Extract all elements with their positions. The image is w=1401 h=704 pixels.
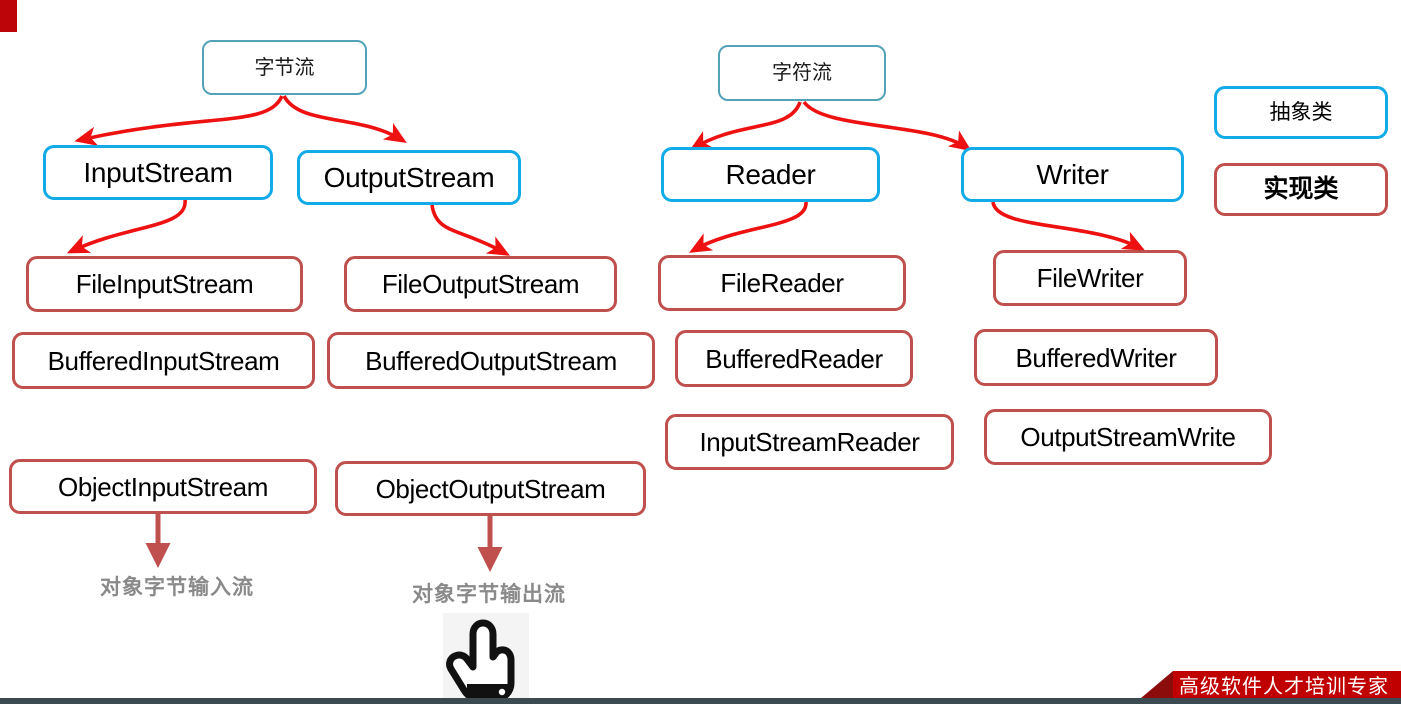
legend-abstract-label: 抽象类 xyxy=(1269,100,1333,124)
node-writer[interactable]: Writer xyxy=(961,147,1184,202)
node-file-input-stream-label: FileInputStream xyxy=(75,269,254,299)
node-file-writer[interactable]: FileWriter xyxy=(993,250,1187,306)
arrow-bytestream-to-inputstream xyxy=(74,95,284,146)
node-byte-stream[interactable]: 字节流 xyxy=(202,40,367,95)
node-output-stream-write[interactable]: OutputStreamWrite xyxy=(984,409,1272,465)
node-input-stream-reader[interactable]: InputStreamReader xyxy=(665,414,954,470)
node-writer-label: Writer xyxy=(1036,158,1109,190)
node-file-writer-label: FileWriter xyxy=(1036,263,1144,293)
node-output-stream-write-label: OutputStreamWrite xyxy=(1020,422,1236,452)
node-reader-label: Reader xyxy=(725,158,816,190)
node-char-stream[interactable]: 字符流 xyxy=(718,45,886,101)
legend-impl-label: 实现类 xyxy=(1263,175,1339,203)
node-object-input-stream-label: ObjectInputStream xyxy=(58,471,268,502)
node-buffered-writer-label: BufferedWriter xyxy=(1015,342,1177,373)
arrow-charstream-to-writer xyxy=(802,100,972,152)
node-buffered-output-stream-label: BufferedOutputStream xyxy=(365,345,617,376)
node-buffered-reader-label: BufferedReader xyxy=(705,343,883,374)
arrow-reader-to-filereader xyxy=(688,201,808,253)
node-file-reader[interactable]: FileReader xyxy=(658,255,906,311)
node-buffered-output-stream[interactable]: BufferedOutputStream xyxy=(327,332,655,389)
node-input-stream-reader-label: InputStreamReader xyxy=(699,427,920,457)
arrow-charstream-to-reader xyxy=(689,101,802,151)
node-object-input-stream[interactable]: ObjectInputStream xyxy=(9,459,317,514)
arrow-inputstream-to-fileinputstream xyxy=(66,199,187,254)
node-input-stream-label: InputStream xyxy=(83,156,233,188)
node-buffered-input-stream-label: BufferedInputStream xyxy=(47,345,280,376)
node-output-stream-label: OutputStream xyxy=(323,161,495,193)
node-reader[interactable]: Reader xyxy=(661,147,880,202)
arrow-writer-to-filewriter xyxy=(991,201,1146,251)
node-byte-stream-label: 字节流 xyxy=(254,56,315,79)
arrow-bytestream-to-outputstream xyxy=(282,95,407,144)
caption-object-input-stream: 对象字节输入流 xyxy=(100,575,254,599)
node-file-input-stream[interactable]: FileInputStream xyxy=(26,256,303,312)
node-file-output-stream-label: FileOutputStream xyxy=(381,269,580,299)
node-buffered-writer[interactable]: BufferedWriter xyxy=(974,329,1218,386)
node-char-stream-label: 字符流 xyxy=(772,62,832,84)
node-object-output-stream-label: ObjectOutputStream xyxy=(375,473,606,504)
corner-accent-mark xyxy=(0,0,17,32)
caption-object-output-stream: 对象字节输出流 xyxy=(412,582,566,606)
node-input-stream[interactable]: InputStream xyxy=(43,145,273,200)
node-buffered-input-stream[interactable]: BufferedInputStream xyxy=(12,332,315,389)
node-buffered-reader[interactable]: BufferedReader xyxy=(675,330,913,387)
node-file-reader-label: FileReader xyxy=(720,268,844,298)
ribbon-tail-shape xyxy=(1141,671,1173,698)
legend-implementation-class[interactable]: 实现类 xyxy=(1214,163,1388,216)
ribbon-text: 高级软件人才培训专家 xyxy=(1173,671,1401,698)
node-object-output-stream[interactable]: ObjectOutputStream xyxy=(335,461,646,516)
node-output-stream[interactable]: OutputStream xyxy=(297,150,521,205)
node-file-output-stream[interactable]: FileOutputStream xyxy=(344,256,617,312)
pointing-hand-cursor-icon xyxy=(443,613,529,703)
legend-abstract-class[interactable]: 抽象类 xyxy=(1214,86,1388,139)
training-ribbon: 高级软件人才培训专家 xyxy=(1141,671,1401,698)
footer-bar xyxy=(0,698,1401,704)
arrow-outputstream-to-fileoutputstream xyxy=(430,204,511,256)
